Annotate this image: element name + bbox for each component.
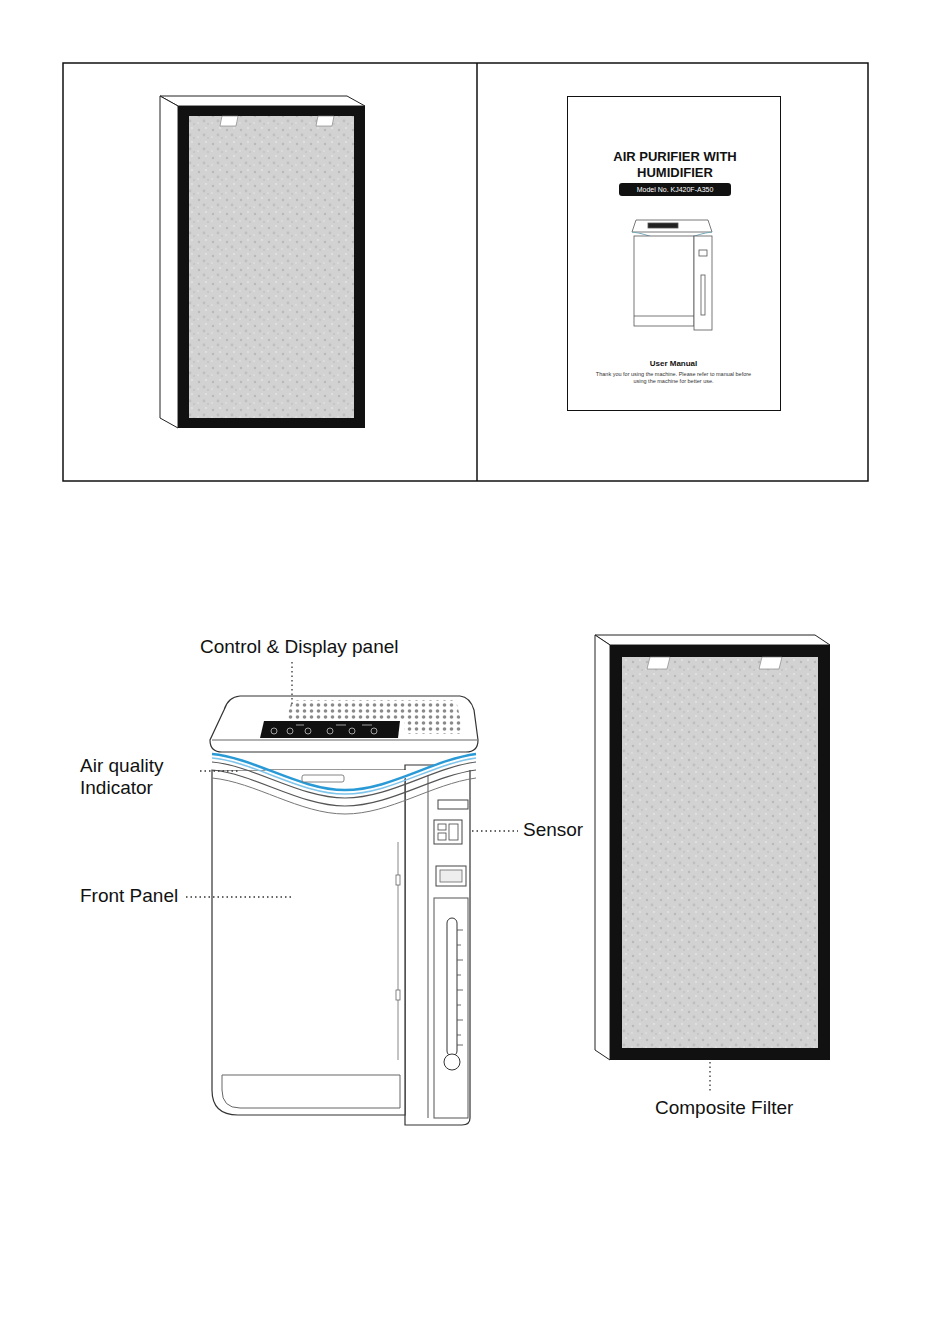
manual-purifier-drawing bbox=[632, 220, 712, 330]
filter-drawing bbox=[160, 96, 365, 428]
manual-title: AIR PURIFIER WITH HUMIDIFIER bbox=[610, 149, 740, 180]
part-label: Control & Display panel bbox=[200, 636, 399, 658]
part-label: Air quality Indicator bbox=[80, 755, 190, 799]
part-label: Composite Filter bbox=[655, 1097, 793, 1119]
manual-cover: AIR PURIFIER WITH HUMIDIFIER User ManualT… bbox=[567, 96, 781, 411]
manual-note: Thank you for using the machine. Please … bbox=[590, 371, 757, 385]
top-frame bbox=[63, 63, 868, 481]
part-label: Sensor bbox=[523, 819, 583, 841]
leader-lines bbox=[186, 662, 710, 1092]
purifier-drawing bbox=[210, 696, 478, 1125]
manual-subtitle: User Manual bbox=[568, 359, 779, 368]
model-number: Model No. KJ420F-A350 bbox=[637, 186, 714, 193]
model-badge: Model No. KJ420F-A350 bbox=[619, 183, 731, 196]
part-label: Front Panel bbox=[80, 885, 178, 907]
composite-filter-drawing bbox=[595, 635, 830, 1060]
